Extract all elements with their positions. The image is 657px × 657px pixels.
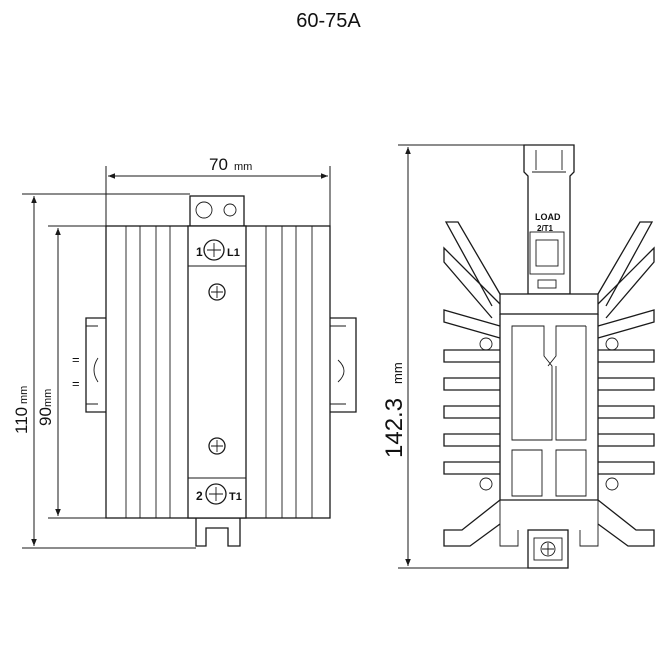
- side-height-dimension: 142.3 mm: [381, 144, 528, 569]
- front-view: = =: [12, 155, 357, 549]
- svg-text:=: =: [72, 376, 80, 391]
- outer-height-value: 110: [12, 407, 31, 434]
- width-unit: mm: [234, 161, 252, 173]
- din-rail-left: = =: [72, 317, 106, 413]
- load-terminal-label: 2/T1: [537, 224, 554, 233]
- outer-height-dimension: 110 mm: [12, 193, 196, 549]
- heatsink-profile: [443, 221, 655, 547]
- width-dimension: 70 mm: [105, 155, 331, 226]
- inner-height-unit: mm: [42, 389, 54, 407]
- mount-screw-bottom: [208, 437, 226, 455]
- terminal-top-label: L1: [227, 247, 240, 259]
- svg-text:=: =: [72, 352, 80, 367]
- side-height-value: 142.3: [381, 398, 408, 458]
- terminal-bottom-number: 2: [196, 489, 203, 503]
- terminal-bottom-label: T1: [229, 491, 242, 503]
- terminal-top-number: 1: [196, 245, 203, 259]
- side-view: LOAD 2/T1: [381, 144, 655, 569]
- model-title: 60-75A: [296, 10, 361, 32]
- inner-height-dimension: 90 mm: [36, 225, 106, 519]
- inner-height-value: 90: [36, 407, 55, 426]
- terminal-screw-bottom: [205, 483, 227, 505]
- side-height-unit: mm: [390, 362, 405, 384]
- din-clip: [527, 529, 569, 569]
- load-label: LOAD: [535, 212, 561, 222]
- din-rail-right: [330, 317, 357, 413]
- mount-screw-top: [208, 283, 226, 301]
- terminal-screw-top: [203, 239, 225, 261]
- relay-module: [187, 195, 247, 547]
- outer-height-unit: mm: [18, 386, 30, 404]
- width-value: 70: [209, 155, 228, 174]
- heatsink-fins: [125, 226, 313, 518]
